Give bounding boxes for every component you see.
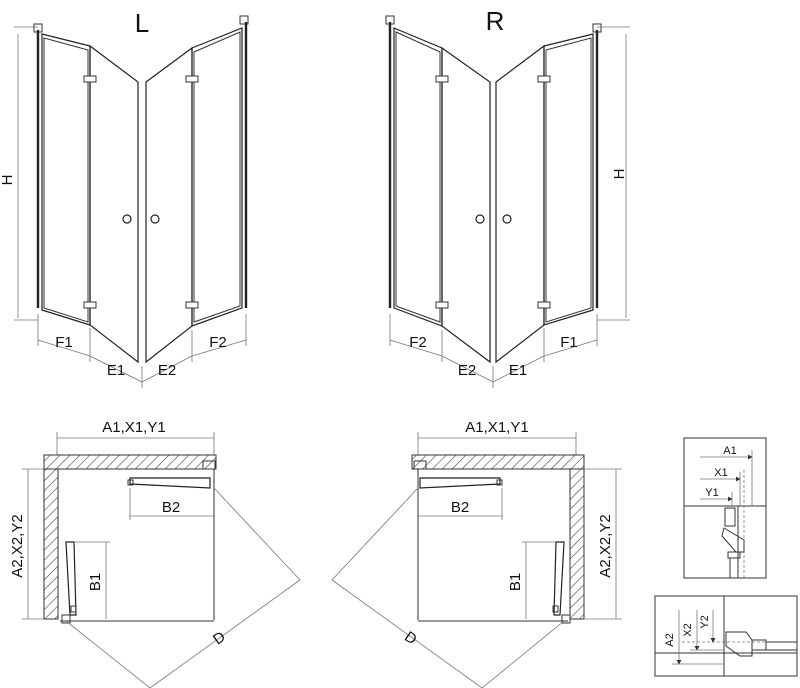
detail-label: A2 — [664, 633, 676, 646]
d-label-right: D — [401, 628, 420, 648]
segment-label: F1 — [55, 334, 73, 351]
height-dimension-left: H — [0, 26, 38, 321]
base-dimensions-right: F2 E2 E1 F1 — [389, 314, 598, 388]
folded-door-side — [553, 541, 565, 616]
segment-label: E2 — [458, 362, 476, 379]
folded-door-top — [129, 477, 211, 489]
hinge-icon — [83, 301, 97, 309]
hinge-icon — [435, 75, 449, 83]
hinge-icon — [537, 75, 551, 83]
base-dimensions-left: F1 E1 E2 F2 — [37, 314, 247, 388]
wall-side — [569, 468, 585, 620]
folded-door-side — [65, 541, 77, 616]
detail-label: X2 — [682, 623, 694, 636]
height-label-left: H — [0, 175, 16, 186]
detail-label: A1 — [723, 445, 736, 457]
b1-label-left: B1 — [87, 573, 104, 591]
b1-label-right: B1 — [507, 573, 524, 591]
segment-label: F2 — [209, 334, 227, 351]
width-label-left: A1,X1,Y1 — [102, 419, 165, 436]
plan-right: A1,X1,Y1 A2,X2,Y2 B2 B1 D — [331, 419, 622, 688]
view-title-right: R — [486, 6, 505, 36]
segment-label: E1 — [107, 362, 125, 379]
b2-label-left: B2 — [162, 499, 180, 516]
detail-label: Y1 — [705, 487, 718, 499]
height-label-right: H — [611, 169, 628, 180]
d-label-left: D — [210, 628, 229, 648]
knob-icon — [502, 214, 512, 224]
depth-label-right: A2,X2,Y2 — [597, 514, 614, 577]
elevation-right: R H — [385, 6, 630, 388]
plan-left: A1,X1,Y1 A2,X2,Y2 B2 B1 D — [9, 419, 301, 688]
hinge-icon — [185, 75, 199, 83]
width-label-right: A1,X1,Y1 — [465, 419, 528, 436]
detail-top: A1 X1 Y1 — [683, 437, 767, 579]
detail-label: X1 — [714, 467, 727, 479]
knob-icon — [150, 214, 160, 224]
hinge-icon — [185, 301, 199, 309]
knob-icon — [122, 214, 132, 224]
wall-top — [43, 454, 217, 470]
hinge-icon — [537, 301, 551, 309]
knob-icon — [475, 214, 485, 224]
wall-top — [411, 454, 585, 470]
folded-door-top — [419, 477, 501, 489]
elevation-left: L H — [0, 8, 249, 388]
door-panels-right — [393, 27, 594, 364]
view-title-left: L — [135, 8, 149, 38]
segment-label: E2 — [158, 362, 176, 379]
depth-label-left: A2,X2,Y2 — [9, 514, 26, 577]
segment-label: E1 — [509, 362, 527, 379]
segment-label: F2 — [409, 334, 427, 351]
hinge-icon — [435, 301, 449, 309]
detail-bottom: A2 X2 Y2 — [654, 595, 798, 677]
b2-label-right: B2 — [451, 499, 469, 516]
door-panels-left — [41, 27, 243, 364]
segment-label: F1 — [560, 334, 578, 351]
hinge-icon — [83, 75, 97, 83]
height-dimension-right: H — [597, 26, 630, 321]
detail-label: Y2 — [699, 615, 711, 628]
wall-side — [43, 468, 59, 620]
